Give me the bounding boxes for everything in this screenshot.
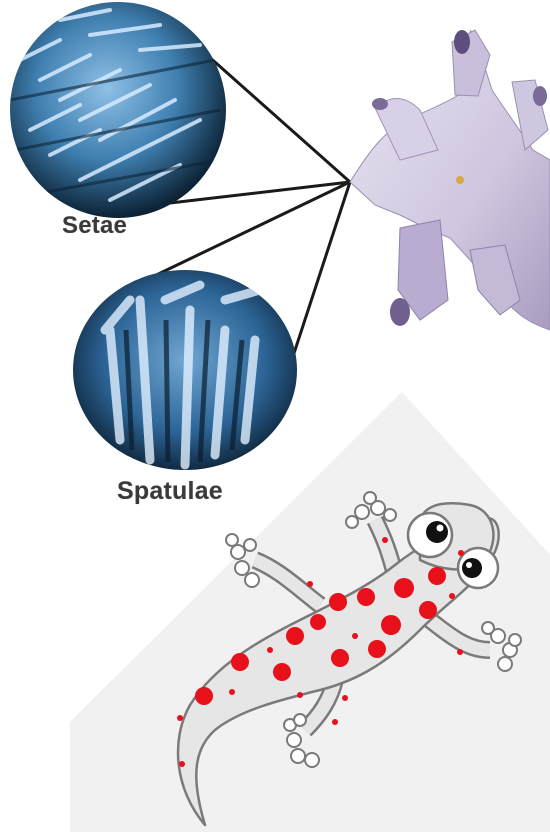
spatulae-label: Spatulae <box>117 477 223 506</box>
gecko-foot-photo <box>350 30 550 330</box>
setae-label: Setae <box>62 212 127 240</box>
spatulae-micrograph <box>73 270 297 470</box>
setae-micrograph <box>10 2 226 218</box>
